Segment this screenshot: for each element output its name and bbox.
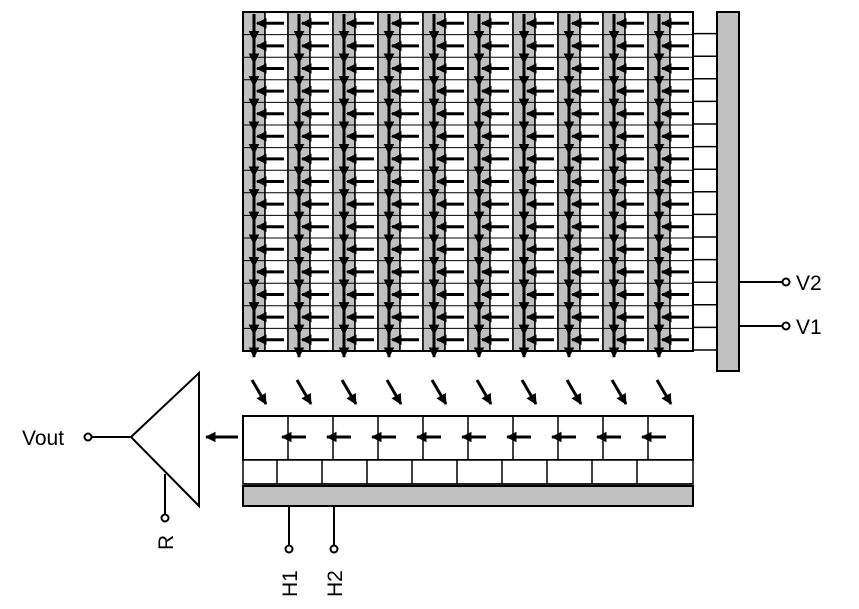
- row-connections: [693, 32, 717, 351]
- v1-label: V1: [796, 316, 822, 339]
- pixel-column: [602, 11, 649, 359]
- h1-label: H1: [279, 570, 302, 597]
- column-transfer-arrow: [610, 379, 628, 405]
- pixel-column: [377, 11, 424, 359]
- column-transfer-arrow: [475, 379, 493, 405]
- vertical-clock-bus: [716, 11, 740, 372]
- v2-terminal: V2: [740, 272, 822, 295]
- column-transfer-arrow: [295, 379, 313, 405]
- pixel-column: [467, 11, 514, 359]
- h2-terminal: H2: [324, 506, 347, 597]
- horizontal-clock-bus: [242, 485, 694, 507]
- column-transfer-arrow: [430, 379, 448, 405]
- h2-label: H2: [324, 570, 347, 597]
- column-transfer-arrow: [655, 379, 673, 405]
- column-transfer-arrow: [565, 379, 583, 405]
- pixel-column: [242, 11, 289, 359]
- pixel-column: [512, 11, 559, 359]
- transfer-arrows: [250, 379, 673, 405]
- column-transfer-arrow: [520, 379, 538, 405]
- vout-label: Vout: [22, 427, 64, 450]
- pixel-column: [647, 11, 694, 359]
- r-label: R: [155, 535, 178, 550]
- h1-terminal: H1: [279, 506, 302, 597]
- pixel-column: [422, 11, 469, 359]
- register-clock-stubs: [242, 459, 694, 485]
- pixel-array: [242, 11, 694, 359]
- output-amplifier: Vout: [22, 370, 200, 509]
- pixel-column: [557, 11, 604, 359]
- pixel-column: [332, 11, 379, 359]
- reset-terminal: R: [155, 474, 178, 550]
- v1-terminal: V1: [740, 316, 822, 339]
- array-border: [242, 11, 694, 352]
- pixel-column: [287, 11, 334, 359]
- v2-label: V2: [796, 272, 822, 295]
- column-transfer-arrow: [250, 379, 268, 405]
- horizontal-shift-register: [242, 415, 694, 461]
- column-transfer-arrow: [385, 379, 403, 405]
- column-transfer-arrow: [340, 379, 358, 405]
